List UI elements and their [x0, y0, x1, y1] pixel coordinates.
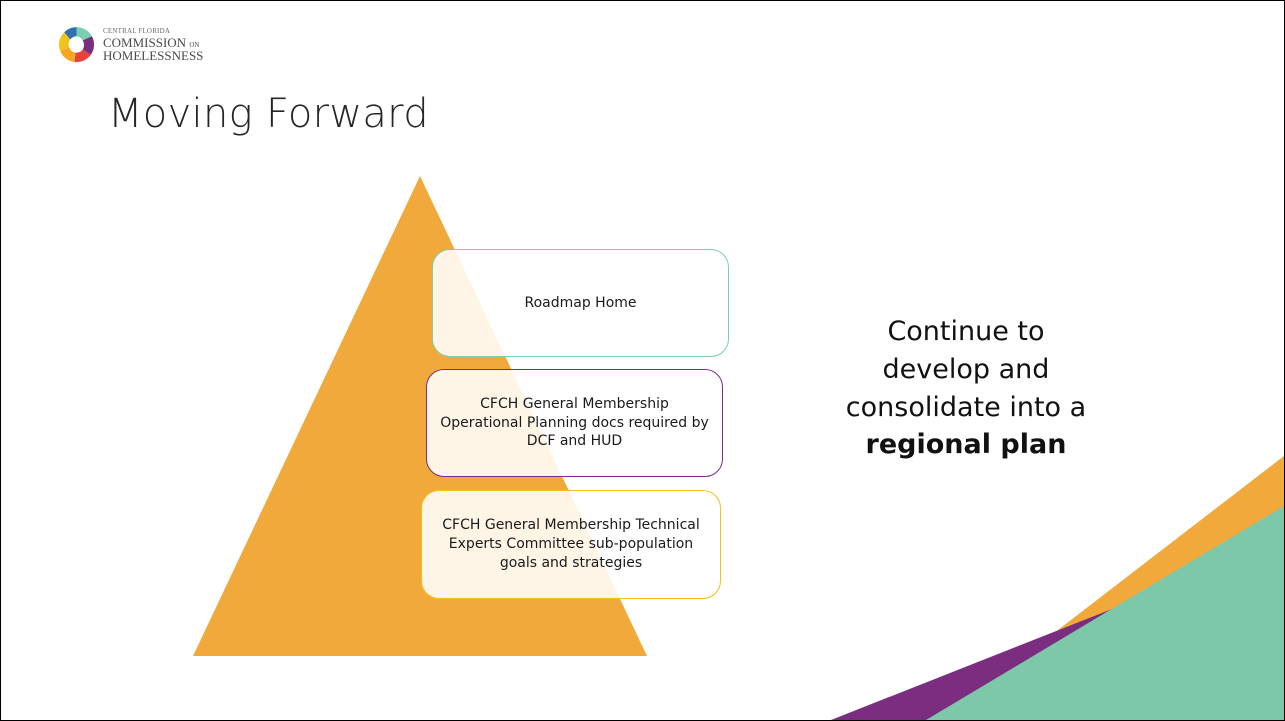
callout-line: Continue to: [887, 316, 1045, 347]
pyramid-level-technical-experts: CFCH General Membership Technical Expert…: [421, 490, 721, 599]
pyramid-level-label: CFCH General Membership Operational Plan…: [440, 395, 709, 450]
logo-text-line2: COMMISSION ON: [103, 34, 200, 50]
logo-text-line1: CENTRAL FLORIDA: [103, 26, 171, 35]
pyramid-level-label: Roadmap Home: [524, 294, 637, 311]
corner-decor-green: [926, 506, 1284, 720]
organization-logo: CENTRAL FLORIDA COMMISSION ON HOMELESSNE…: [56, 24, 203, 65]
callout-text: Continue to develop and consolidate into…: [816, 313, 1116, 464]
logo-text-line3: HOMELESSNESS: [103, 47, 204, 63]
pyramid-level-label: CFCH General Membership Technical Expert…: [442, 517, 700, 571]
pyramid-level-roadmap-home: Roadmap Home: [432, 249, 729, 357]
callout-line: consolidate into a: [845, 391, 1087, 423]
callout-emphasis: regional plan: [865, 429, 1067, 461]
callout-line: develop and: [882, 353, 1050, 385]
cfch-logo-icon: [59, 27, 95, 63]
pyramid-level-operational-planning: CFCH General Membership Operational Plan…: [426, 369, 723, 477]
slide-title: Moving Forward: [108, 91, 429, 137]
